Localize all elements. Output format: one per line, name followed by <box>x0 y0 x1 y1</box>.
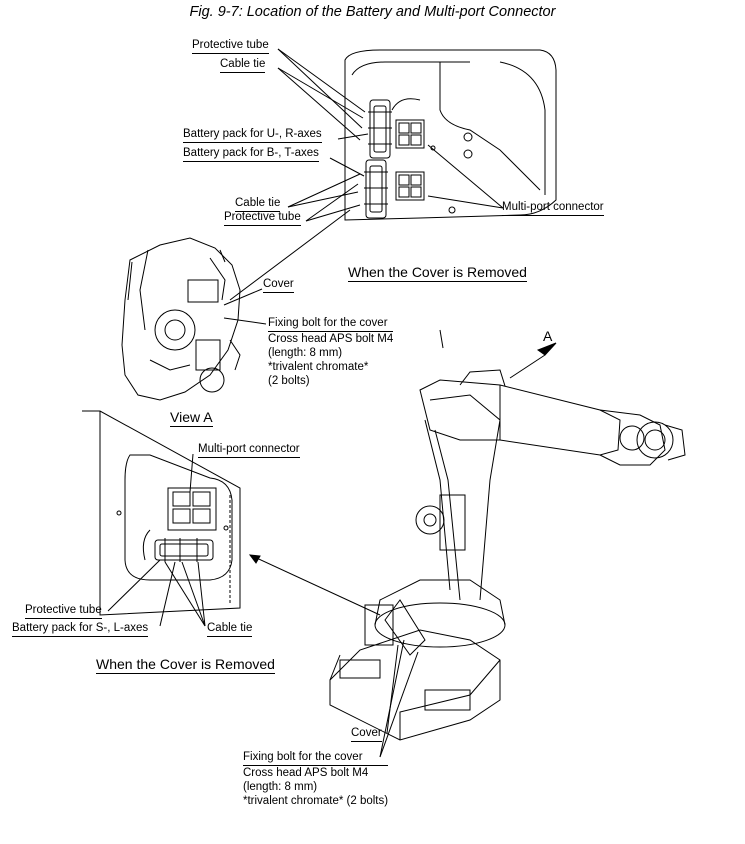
bottom-detail-drawing <box>82 410 381 627</box>
label-cover-view-a: Cover <box>263 278 294 293</box>
view-a-bolt-line2: (length: 8 mm) <box>268 347 343 359</box>
label-cable-tie-top: Cable tie <box>220 58 266 73</box>
view-a-fixing-bolt: Fixing bolt for the cover <box>268 316 394 332</box>
caption-bottom: When the Cover is Removed <box>96 656 275 674</box>
view-a-bolt-line1: Cross head APS bolt M4 <box>268 333 394 345</box>
robot-bolt-line1: Cross head APS bolt M4 <box>243 767 369 779</box>
label-protective-tube-top: Protective tube <box>192 39 269 54</box>
main-robot-drawing <box>329 329 686 758</box>
label-cable-tie-bottom: Cable tie <box>207 622 253 637</box>
label-multiport-top: Multi-port connector <box>502 201 604 216</box>
robot-bolt-line3: *trivalent chromate* (2 bolts) <box>243 795 389 807</box>
label-arrow-a: A <box>543 328 553 344</box>
top-detail-drawing <box>229 48 557 301</box>
label-cover-robot: Cover <box>351 727 382 742</box>
label-protective-tube-bottom: Protective tube <box>25 604 102 619</box>
view-a-drawing <box>121 237 267 401</box>
label-battery-bt: Battery pack for B-, T-axes <box>183 147 319 162</box>
view-a-bolt-note: Fixing bolt for the cover Cross head APS… <box>268 316 394 388</box>
caption-top: When the Cover is Removed <box>348 264 527 282</box>
caption-view-a: View A <box>170 409 213 427</box>
label-cable-tie-top-2: Cable tie <box>235 197 281 212</box>
label-protective-tube-top-2: Protective tube <box>224 211 301 226</box>
figure-title: Fig. 9-7: Location of the Battery and Mu… <box>189 4 556 20</box>
robot-bolt-line2: (length: 8 mm) <box>243 781 318 793</box>
label-battery-sl: Battery pack for S-, L-axes <box>12 622 149 637</box>
view-a-bolt-line4: (2 bolts) <box>268 375 310 387</box>
robot-bolt-note: Fixing bolt for the cover Cross head APS… <box>243 750 389 808</box>
robot-fixing-bolt: Fixing bolt for the cover <box>243 750 389 766</box>
label-multiport-bottom: Multi-port connector <box>198 443 300 458</box>
label-battery-ur: Battery pack for U-, R-axes <box>183 128 322 143</box>
view-a-bolt-line3: *trivalent chromate* <box>268 361 369 373</box>
